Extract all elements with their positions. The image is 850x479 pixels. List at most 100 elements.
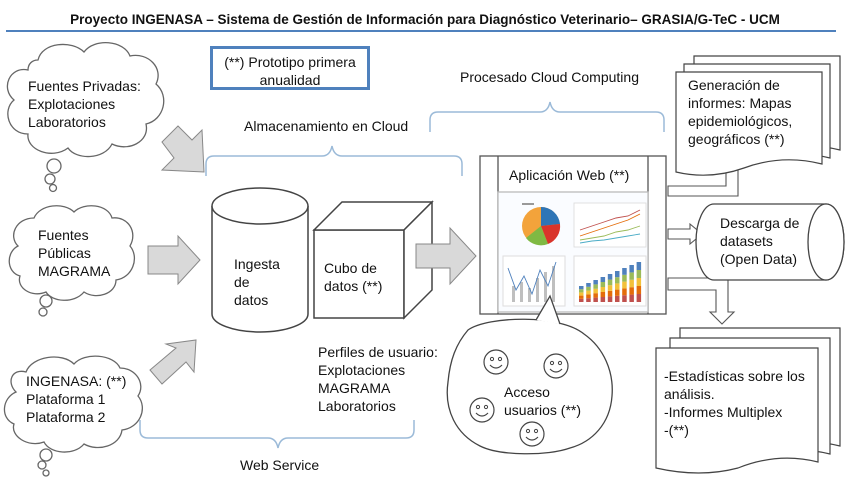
thumb-stack-segment [615, 295, 620, 302]
diagram-title: Proyecto INGENASA – Sistema de Gestión d… [70, 12, 780, 27]
public-sources-text: Fuentes Públicas MAGRAMA [38, 226, 110, 280]
reports-line: informes: Mapas [688, 95, 792, 111]
thumb-stack-segment [593, 293, 598, 298]
user-access-line: Acceso [504, 384, 550, 400]
prototype-note-line: (**) Prototipo primera [224, 54, 356, 70]
smiley-icon [519, 421, 545, 447]
thumb-stack-segment [629, 265, 634, 273]
reports-document-stack [675, 55, 841, 176]
cube-text: Cubo de datos (**) [324, 259, 382, 295]
arrow-ingenasa-to-ingest [149, 339, 197, 385]
thumb-stacked-bars [579, 262, 642, 302]
thumb-stack-segment [600, 282, 606, 287]
reports-line: epidemiológicos, [688, 113, 793, 129]
cloud-public-sources [8, 205, 135, 317]
thumb-stack-segment [579, 292, 584, 296]
user-profiles-line: Laboratorios [318, 398, 396, 414]
thumb-stack-segment [586, 298, 591, 302]
private-sources-text: Fuentes Privadas: Explotaciones Laborato… [28, 77, 141, 131]
ingest-cylinder [211, 187, 309, 333]
thumb-stack-segment [622, 295, 627, 302]
smiley-icon [543, 353, 569, 379]
download-cylinder [695, 203, 845, 281]
thumb-stack-segment [593, 297, 598, 302]
ingenasa-text: INGENASA: (**) Plataforma 1 Plataforma 2 [26, 372, 126, 426]
thumb-stack-segment [607, 290, 613, 297]
thumb-stack-segment [636, 278, 642, 286]
public-sources-line: Públicas [38, 245, 91, 261]
user-profiles-line: Explotaciones [318, 362, 406, 378]
thumb-stack-segment [607, 274, 613, 280]
user-profiles-line: MAGRAMA [318, 380, 391, 396]
thumb-stack-segment [600, 292, 606, 297]
thumb-stack-segment [636, 262, 642, 270]
ingenasa-line: Plataforma 2 [26, 409, 106, 425]
user-profiles-line: Perfiles de usuario: [318, 344, 438, 360]
ingenasa-line: INGENASA: (**) [26, 373, 127, 389]
stats-line: análisis. [664, 386, 715, 402]
cloud-processing-label: Procesado Cloud Computing [460, 69, 639, 85]
prototype-note-box [210, 46, 370, 90]
thumb-stack-segment [579, 286, 584, 290]
thumb-stack-segment [615, 271, 620, 278]
user-profiles-text: Perfiles de usuario: Explotaciones MAGRA… [318, 343, 438, 415]
prototype-note-line: anualidad [259, 72, 321, 88]
thumb-pie-chart [522, 203, 561, 246]
private-sources-line: Laboratorios [28, 114, 106, 130]
thumb-stack-segment [579, 295, 584, 299]
ingest-text: Ingesta de datos [234, 255, 280, 309]
reports-text: Generación de informes: Mapas epidemioló… [688, 76, 792, 148]
thumb-stack-segment [579, 289, 584, 293]
ingest-line: datos [234, 292, 269, 308]
thumb-stack-segment [629, 279, 634, 288]
stats-text: -Estadísticas sobre los análisis. -Infor… [664, 367, 805, 439]
smiley-icon [469, 397, 495, 423]
thumb-stack-segment [586, 286, 591, 291]
private-sources-line: Explotaciones [28, 96, 116, 112]
arrow-public-to-ingest [147, 234, 201, 286]
thumb-stack-segment [579, 298, 584, 302]
thumb-stack-segment [636, 294, 642, 302]
bracket-web-service [139, 420, 415, 449]
thumb-stack-segment [586, 290, 591, 295]
user-access-line: usuarios (**) [504, 402, 582, 418]
thumb-stack-segment [622, 274, 627, 282]
reports-line: geográficos (**) [688, 131, 785, 147]
thumb-line-chart [573, 202, 647, 248]
thumb-stack-segment [607, 285, 613, 291]
ingenasa-line: Plataforma 1 [26, 391, 106, 407]
webapp-label: Aplicación Web (**) [509, 167, 630, 183]
thumb-stack-segment [636, 286, 642, 294]
bracket-cloud-processing [429, 101, 665, 132]
cloud-private-sources [6, 41, 165, 193]
download-line: datasets [720, 233, 773, 249]
bracket-cloud-storage [205, 145, 463, 176]
web-service-label: Web Service [240, 457, 320, 473]
ingest-line: de [234, 274, 250, 290]
prototype-note: (**) Prototipo primera anualidad [210, 53, 370, 89]
webapp-dashboard-thumbnails [502, 202, 647, 307]
ingest-line: Ingesta [234, 256, 280, 272]
arrow-cube-to-webapp [415, 226, 477, 286]
thumb-stack-segment [615, 289, 620, 296]
thumb-stack-segment [622, 268, 627, 275]
download-text: Descarga de datasets (Open Data) [720, 214, 799, 268]
thumb-stack-segment [615, 277, 620, 284]
thumb-stack-segment [629, 294, 634, 302]
thumb-stack-segment [629, 272, 634, 280]
cube-line: datos (**) [324, 278, 383, 294]
download-line: (Open Data) [720, 251, 798, 267]
thumb-stack-segment [593, 288, 598, 294]
thumb-stack-segment [600, 277, 606, 282]
cloud-storage-label: Almacenamiento en Cloud [244, 118, 409, 134]
smiley-icon [483, 349, 509, 375]
thumb-stack-segment [622, 281, 627, 289]
user-access-text: Acceso usuarios (**) [504, 383, 581, 419]
reports-line: Generación de [688, 77, 780, 93]
thumb-stack-segment [586, 283, 591, 287]
user-smileys [469, 349, 569, 447]
thumb-stack-segment [607, 279, 613, 286]
thumb-bar-line-chart [502, 255, 566, 307]
